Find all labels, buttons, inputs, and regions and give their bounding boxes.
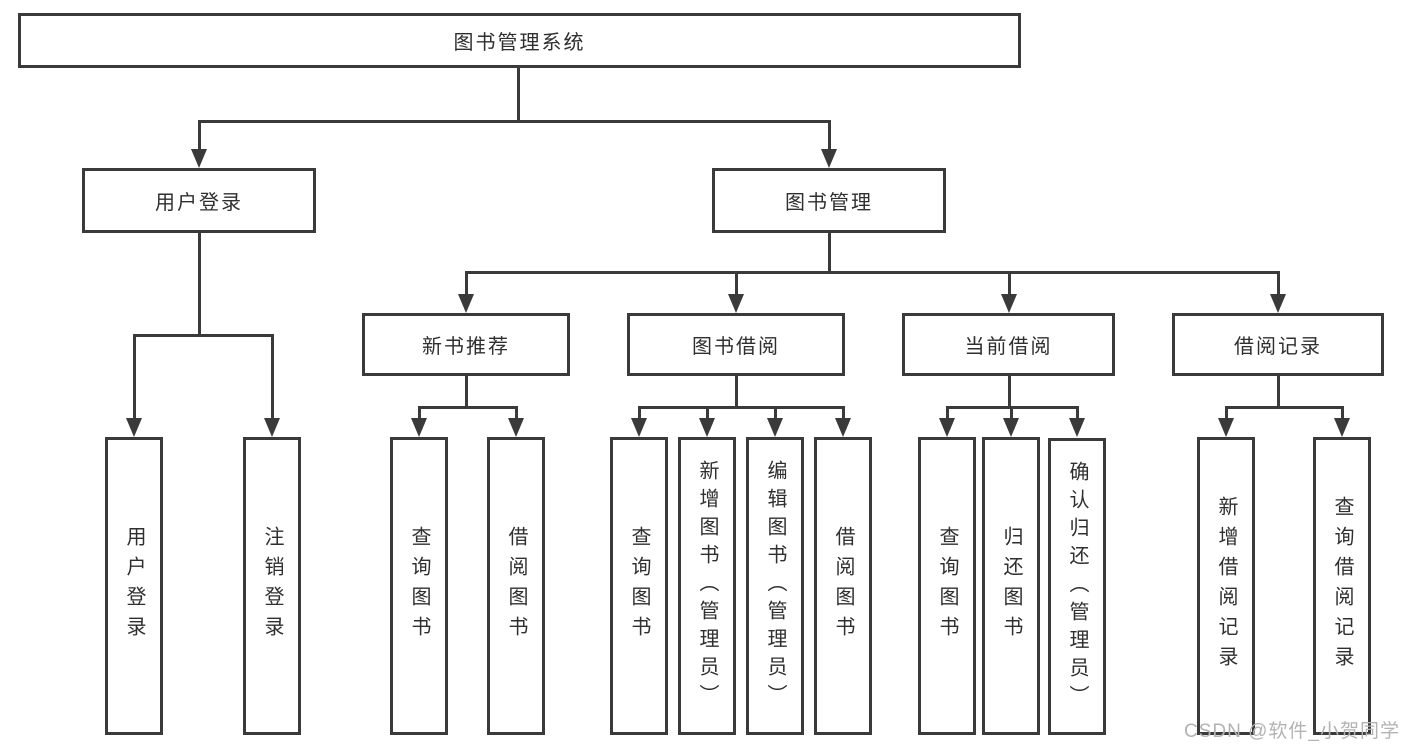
node-new-book-recommend: 新书推荐 (362, 313, 570, 376)
connector-line (638, 406, 641, 421)
leaf-bb-edit-books-admin: 编辑图书（管理员） (746, 437, 804, 735)
connector-line (465, 271, 468, 296)
arrow-down-icon (411, 418, 427, 437)
leaf-nb-borrow-books-label: 借阅图书 (505, 526, 527, 646)
connector-line (465, 376, 468, 409)
leaf-cb-return-books-label: 归还图书 (1000, 526, 1022, 646)
arrow-down-icon (508, 418, 524, 437)
arrow-down-icon (821, 149, 837, 168)
connector-line (1008, 271, 1011, 296)
leaf-cb-return-books: 归还图书 (982, 437, 1040, 735)
connector-line (465, 271, 1279, 274)
arrow-down-icon (1003, 418, 1019, 437)
arrow-down-icon (126, 418, 142, 437)
arrow-down-icon (728, 294, 744, 313)
arrow-down-icon (699, 418, 715, 437)
connector-line (1225, 406, 1228, 421)
arrow-down-icon (939, 418, 955, 437)
leaf-bb-add-books-admin: 新增图书（管理员） (678, 437, 736, 735)
connector-line (735, 271, 738, 296)
node-current-borrowing-label: 当前借阅 (964, 336, 1053, 358)
leaf-cb-confirm-return-admin: 确认归还（管理员） (1048, 438, 1106, 735)
leaf-bb-borrow-books: 借阅图书 (814, 437, 872, 735)
connector-line (1010, 406, 1013, 421)
leaf-bb-query-books: 查询图书 (610, 437, 668, 735)
leaf-bb-query-books-label: 查询图书 (628, 526, 650, 646)
leaf-nb-query-books: 查询图书 (390, 437, 448, 735)
connector-line (1008, 376, 1011, 409)
arrow-down-icon (835, 418, 851, 437)
leaf-user-login-label: 用户登录 (123, 526, 145, 646)
node-current-borrowing: 当前借阅 (902, 313, 1115, 376)
node-root-label: 图书管理系统 (453, 32, 586, 54)
connector-line (418, 406, 421, 421)
arrow-down-icon (631, 418, 647, 437)
arrow-down-icon (1218, 418, 1234, 437)
node-new-book-recommend-label: 新书推荐 (422, 336, 510, 358)
connector-line (198, 233, 201, 337)
connector-line (198, 120, 830, 123)
arrow-down-icon (1001, 294, 1017, 313)
connector-line (198, 120, 201, 151)
connector-line (842, 406, 845, 421)
leaf-nb-borrow-books: 借阅图书 (487, 437, 545, 735)
leaf-bb-add-books-admin-label: 新增图书（管理员） (696, 460, 718, 712)
arrow-down-icon (767, 418, 783, 437)
node-borrowing-records: 借阅记录 (1172, 313, 1384, 376)
node-book-borrowing-label: 图书借阅 (692, 336, 780, 358)
leaf-br-add-record: 新增借阅记录 (1197, 437, 1255, 735)
connector-line (1225, 406, 1343, 409)
arrow-down-icon (458, 294, 474, 313)
csdn-watermark: CSDN @软件_小贺同学 (1184, 721, 1400, 742)
node-borrowing-records-label: 借阅记录 (1234, 336, 1322, 358)
node-book-management: 图书管理 (712, 168, 946, 233)
node-book-management-label: 图书管理 (785, 192, 873, 214)
connector-line (638, 406, 844, 409)
leaf-cb-confirm-return-admin-label: 确认归还（管理员） (1066, 460, 1088, 713)
leaf-bb-borrow-books-label: 借阅图书 (832, 526, 854, 646)
connector-line (828, 233, 831, 273)
leaf-bb-edit-books-admin-label: 编辑图书（管理员） (764, 460, 786, 712)
connector-line (735, 376, 738, 409)
connector-line (1076, 406, 1079, 421)
arrow-down-icon (1069, 418, 1085, 437)
leaf-cb-query-books: 查询图书 (918, 437, 976, 735)
leaf-logout-login: 注销登录 (243, 437, 301, 735)
leaf-br-query-record-label: 查询借阅记录 (1331, 496, 1353, 676)
leaf-user-login: 用户登录 (105, 437, 163, 735)
node-user-login: 用户登录 (82, 168, 316, 233)
connector-line (828, 120, 831, 151)
node-user-login-label: 用户登录 (155, 192, 243, 214)
connector-line (133, 334, 136, 419)
connector-line (1277, 376, 1280, 409)
connector-line (1277, 271, 1280, 296)
leaf-cb-query-books-label: 查询图书 (936, 526, 958, 646)
connector-line (517, 67, 520, 122)
connector-line (706, 406, 709, 421)
connector-line (774, 406, 777, 421)
connector-line (515, 406, 518, 421)
node-root: 图书管理系统 (18, 13, 1021, 68)
arrow-down-icon (264, 418, 280, 437)
leaf-logout-login-label: 注销登录 (261, 526, 283, 646)
arrow-down-icon (191, 149, 207, 168)
leaf-br-query-record: 查询借阅记录 (1313, 437, 1371, 735)
connector-line (946, 406, 949, 421)
connector-line (418, 406, 517, 409)
leaf-br-add-record-label: 新增借阅记录 (1215, 496, 1237, 676)
node-book-borrowing: 图书借阅 (627, 313, 845, 376)
arrow-down-icon (1270, 294, 1286, 313)
leaf-nb-query-books-label: 查询图书 (408, 526, 430, 646)
connector-line (133, 334, 273, 337)
connector-line (271, 334, 274, 419)
connector-line (1341, 406, 1344, 421)
arrow-down-icon (1334, 418, 1350, 437)
